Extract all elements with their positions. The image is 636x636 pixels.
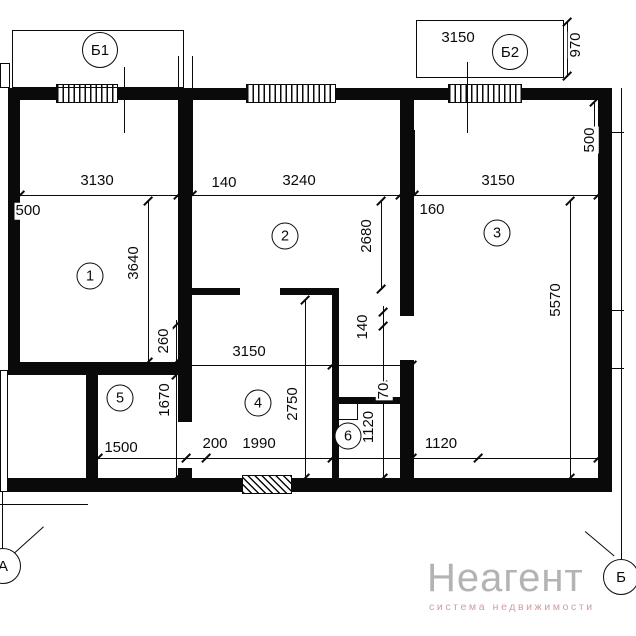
dim-room2-height: 2680 [357,218,376,254]
dim-room3-width: 3150 [480,171,516,190]
room5-left-wall [86,374,98,492]
right-wall-mark-1 [612,310,624,312]
dim-room3-height: 5570 [546,282,565,318]
room6-left-partition [332,288,339,478]
dim-line-room4-height [305,300,307,478]
dim-shaft-70: 70 [374,381,393,401]
bottom-wall-hatch [242,475,292,494]
axis-a: А [0,548,21,584]
center-vertical-wall [178,100,192,478]
axis-a-leader [13,526,45,555]
axis-b: Б [603,559,636,595]
extension-line-160-left [400,130,402,196]
dim-wall-160: 160 [418,200,446,219]
left-exterior-wall [8,88,20,375]
axis-line-left [2,492,4,548]
top-left-boundary [0,63,10,88]
left-lower-boundary [0,370,8,492]
dim-balcony2-depth: 970 [566,31,585,59]
dim-shaft-140: 140 [353,313,372,341]
bottom-left-line [0,504,88,506]
right-wall-mark-2 [612,368,624,370]
room2-room3-wall [400,100,414,478]
bottom-exterior-wall [8,478,612,492]
room1-room5-divider-wall [8,362,186,375]
dim-corridor-260: 260 [154,327,173,355]
dim-line-balcony2-depth [567,22,569,77]
dim-balcony2-width: 3150 [440,28,476,47]
dim-wall-140: 140 [210,173,238,192]
room-label-2: 2 [271,222,299,250]
room6-top-partition [332,397,412,404]
dim-line-room4-width [186,365,412,367]
dim-bottom-1500: 1500 [103,438,139,457]
dim-line-top [14,195,600,197]
dim-line-bottom [98,458,598,460]
axis-leader-b1 [124,67,126,133]
dim-bottom-200: 200 [201,434,229,453]
dim-line-corridor [176,320,178,478]
watermark-tagline: система недвижимости [429,601,595,613]
dim-line-room1-height [148,201,150,363]
extension-line-140-left [178,56,180,196]
dim-room2-width: 3240 [281,171,317,190]
room-label-1: 1 [76,262,104,290]
dim-room4-height: 2750 [283,386,302,422]
room-label-3: 3 [483,219,511,247]
watermark-brand: Неагент [427,556,584,600]
axis-b1: Б1 [82,32,118,68]
door-opening-room4 [240,288,280,295]
axis-b2: Б2 [492,34,528,70]
dim-room6-1120: 1120 [359,409,378,445]
right-wall-ext-mark [598,132,624,134]
axis-b-leader [584,531,615,557]
axis-leader-b2 [467,62,469,133]
door-opening-room3 [400,316,414,360]
dim-left-500: 500 [14,201,42,220]
dim-bottom-1990: 1990 [241,434,277,453]
room-label-5: 5 [106,384,134,412]
window-room1 [56,84,118,103]
dim-bottom-1120: 1120 [423,434,459,453]
room-label-4: 4 [244,389,272,417]
balcony-1-outline [12,30,184,88]
extension-line-160-right [414,130,416,196]
dim-room1-height: 3640 [124,245,143,281]
dim-line-right-500 [594,102,596,133]
extension-line-140-right [192,56,194,196]
duct-shaft-box [336,401,358,420]
right-exterior-wall [598,88,612,492]
axis-line-right [621,88,623,559]
dim-room4-width: 3150 [231,342,267,361]
window-room2 [246,84,336,103]
dim-line-room2-height [381,201,383,290]
balcony-2-outline [416,20,564,78]
dim-room1-width: 3130 [79,171,115,190]
room-label-6: 6 [334,422,362,450]
dim-line-room3-height [570,201,572,479]
window-room3 [448,84,522,103]
dim-right-top-500: 500 [580,126,599,154]
dim-corridor-1670: 1670 [155,382,174,418]
